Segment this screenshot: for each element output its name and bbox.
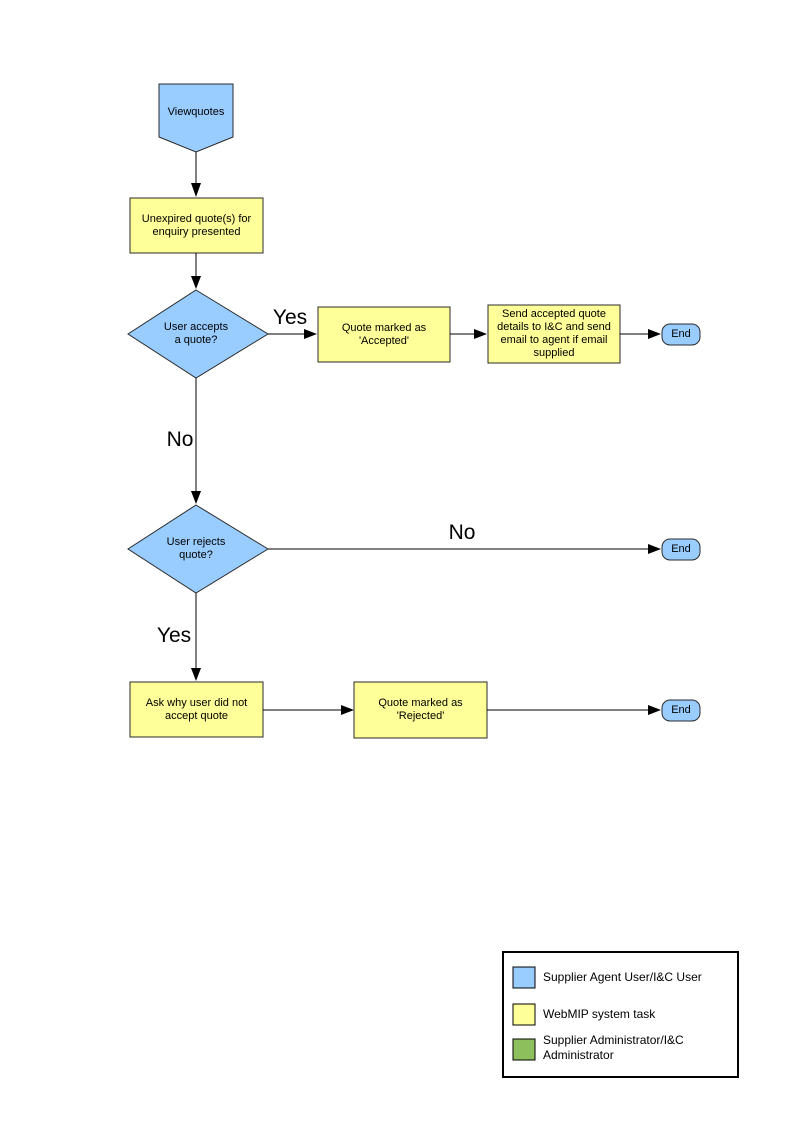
marked-accepted-label: Quote marked as 'Accepted' bbox=[341, 321, 427, 347]
arrowhead-down-icon bbox=[191, 183, 201, 197]
legend-label-supplier-agent: Supplier Agent User/I&C User bbox=[543, 970, 702, 984]
marked-rejected-label: Quote marked as 'Rejected' bbox=[378, 697, 463, 722]
start-node-label: Viewquotes bbox=[167, 105, 225, 118]
marked-rejected-rect-shape bbox=[353, 681, 488, 739]
start-pentagon-shape bbox=[158, 83, 234, 153]
connector-send-to-end1 bbox=[620, 329, 661, 339]
end-terminator-3-shape bbox=[661, 699, 701, 722]
connector-accepted-to-send bbox=[450, 329, 487, 339]
connector-unexpired-to-accepts bbox=[191, 253, 201, 289]
legend-swatch-blue bbox=[512, 966, 536, 989]
connector-start-to-unexpired bbox=[191, 152, 201, 197]
arrowhead-down-icon bbox=[191, 276, 201, 289]
connector-accepts-yes bbox=[268, 329, 317, 339]
edge-label-accept-no: No bbox=[166, 428, 194, 451]
connector-rejects-no bbox=[268, 544, 661, 554]
legend-swatch-green bbox=[512, 1038, 536, 1061]
arrowhead-right-icon bbox=[648, 329, 661, 339]
edge-label-reject-no: No bbox=[448, 521, 476, 544]
arrowhead-right-icon bbox=[304, 329, 317, 339]
legend bbox=[502, 951, 739, 1078]
connector-rejects-yes bbox=[191, 593, 201, 681]
ask-why-label: Ask why user did not accept quote bbox=[145, 696, 248, 722]
unexpired-node-label: Unexpired quote(s) for enquiry presented bbox=[141, 212, 252, 238]
end-label-3: End bbox=[671, 704, 691, 716]
accepts-decision-label: User accepts a quote? bbox=[163, 321, 229, 346]
legend-frame bbox=[502, 951, 739, 1078]
send-details-label: Send accepted quote details to I&C and s… bbox=[497, 308, 611, 359]
arrowhead-down-icon bbox=[191, 668, 201, 681]
ask-why-rect-shape bbox=[129, 681, 264, 738]
arrowhead-right-icon bbox=[474, 329, 487, 339]
end-terminator-2-shape bbox=[661, 538, 701, 561]
connector-askwhy-to-rejected bbox=[263, 705, 354, 715]
connector-accepts-no bbox=[191, 378, 201, 504]
connector-rejected-to-end3 bbox=[487, 705, 661, 715]
legend-label-webmip-task: WebMIP system task bbox=[543, 1007, 656, 1021]
edge-label-reject-yes: Yes bbox=[156, 624, 192, 647]
edge-label-accept-yes: Yes bbox=[272, 306, 308, 329]
rejects-decision-label: User rejects quote? bbox=[166, 536, 226, 561]
legend-label-supplier-admin: Supplier Administrator/I&C Administrator bbox=[543, 1033, 684, 1062]
arrowhead-right-icon bbox=[648, 705, 661, 715]
end-label-1: End bbox=[671, 328, 691, 340]
arrowhead-down-icon bbox=[191, 491, 201, 504]
marked-accepted-rect-shape bbox=[317, 306, 451, 363]
arrowhead-right-icon bbox=[648, 544, 661, 554]
end-label-2: End bbox=[671, 543, 691, 555]
end-terminator-1-shape bbox=[661, 323, 701, 346]
unexpired-rect-shape bbox=[129, 197, 264, 254]
legend-swatch-yellow bbox=[512, 1003, 536, 1026]
arrowhead-right-icon bbox=[341, 705, 354, 715]
